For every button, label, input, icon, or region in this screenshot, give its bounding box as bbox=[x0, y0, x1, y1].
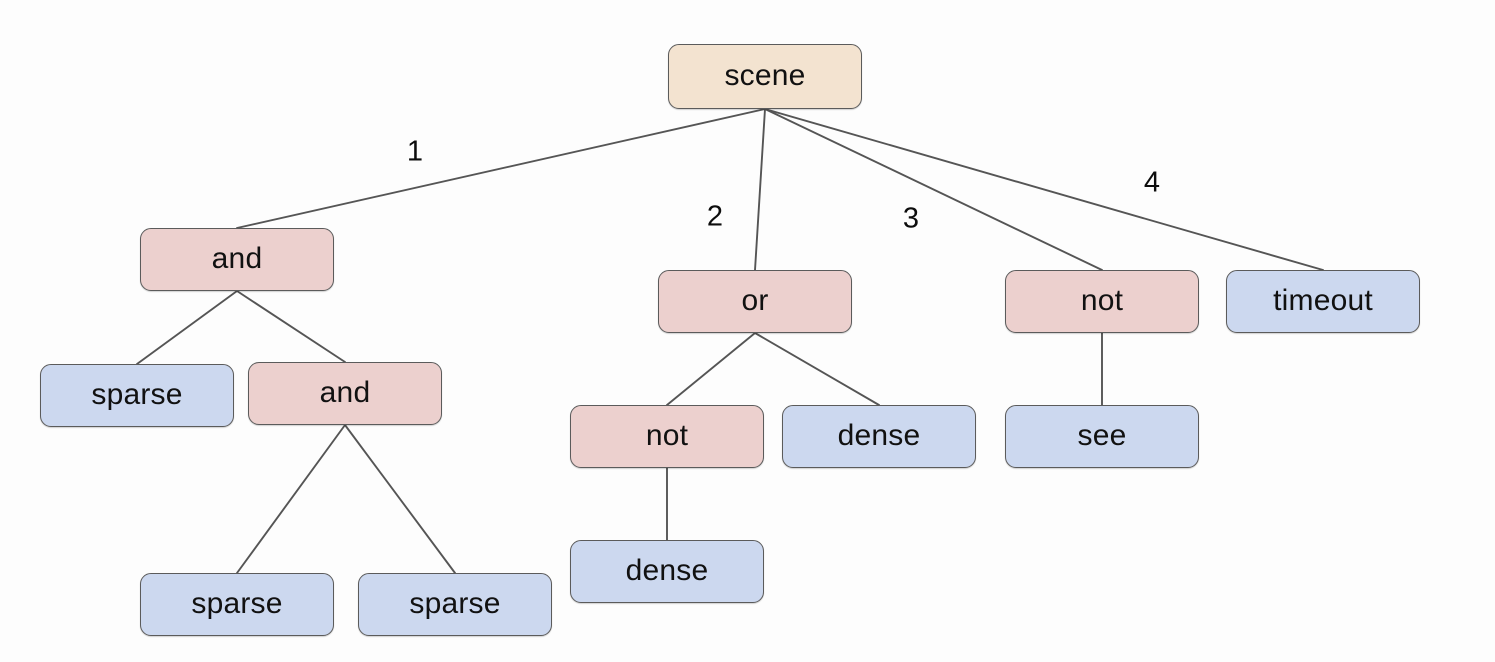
tree-node-dense1[interactable]: dense bbox=[782, 405, 976, 468]
tree-node-label: not bbox=[645, 418, 689, 452]
tree-node-label: dense bbox=[837, 418, 921, 452]
tree-node-not2[interactable]: not bbox=[570, 405, 764, 468]
tree-node-sparse1[interactable]: sparse bbox=[40, 364, 234, 427]
tree-edge bbox=[754, 108, 766, 271]
tree-node-label: see bbox=[1077, 418, 1127, 452]
tree-node-or1[interactable]: or bbox=[658, 270, 852, 333]
tree-node-sparse2[interactable]: sparse bbox=[140, 573, 334, 636]
tree-node-dense2[interactable]: dense bbox=[570, 540, 764, 603]
tree-edge bbox=[236, 424, 346, 574]
edge-label-4: 4 bbox=[1143, 166, 1161, 199]
tree-edge bbox=[344, 424, 456, 574]
tree-node-label: sparse bbox=[91, 377, 183, 411]
tree-node-and2[interactable]: and bbox=[248, 362, 442, 425]
tree-node-label: dense bbox=[625, 553, 709, 587]
tree-node-and1[interactable]: and bbox=[140, 228, 334, 291]
tree-edge bbox=[666, 332, 756, 406]
tree-node-label: scene bbox=[724, 58, 806, 92]
tree-node-label: sparse bbox=[409, 586, 501, 620]
tree-edge bbox=[236, 108, 766, 229]
tree-node-timeout1[interactable]: timeout bbox=[1226, 270, 1420, 333]
tree-node-sparse3[interactable]: sparse bbox=[358, 573, 552, 636]
tree-edge bbox=[236, 290, 346, 363]
tree-edge bbox=[754, 332, 880, 406]
edge-label-3: 3 bbox=[902, 202, 920, 235]
tree-node-label: timeout bbox=[1273, 283, 1373, 317]
edge-label-2: 2 bbox=[706, 200, 724, 233]
tree-node-label: and bbox=[211, 241, 263, 275]
tree-edge bbox=[764, 108, 1103, 271]
tree-node-label: sparse bbox=[191, 586, 283, 620]
tree-node-label: not bbox=[1080, 283, 1124, 317]
tree-node-see1[interactable]: see bbox=[1005, 405, 1199, 468]
tree-node-scene[interactable]: scene bbox=[668, 44, 862, 109]
tree-node-label: and bbox=[319, 375, 371, 409]
tree-edge bbox=[136, 290, 238, 365]
edge-label-1: 1 bbox=[406, 135, 424, 168]
tree-node-label: or bbox=[741, 283, 769, 317]
tree-edge bbox=[764, 108, 1324, 271]
tree-node-not1[interactable]: not bbox=[1005, 270, 1199, 333]
